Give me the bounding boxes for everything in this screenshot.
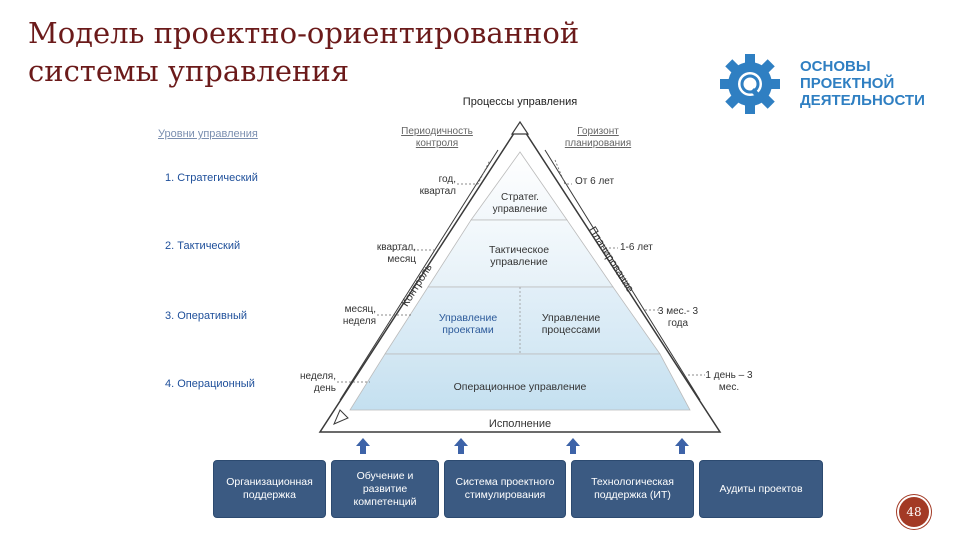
logo-text: ОСНОВЫ ПРОЕКТНОЙ ДЕЯТЕЛЬНОСТИ	[800, 58, 925, 109]
up-arrow-icon	[356, 438, 370, 454]
planning-connectors	[554, 159, 705, 376]
control-period-operative: месяц, неделя	[342, 304, 376, 327]
pyramid-strategic-label: Стратег. управление	[492, 192, 548, 215]
planning-side-line	[544, 149, 701, 401]
support-box-training: Обучение и развитие компетенций	[331, 460, 439, 518]
pyramid-processes-label: Управление процессами	[541, 312, 601, 336]
level-operative: 3. Оперативный	[165, 310, 248, 322]
support-box-incentives: Система проектного стимулирования	[444, 460, 566, 518]
control-connectors	[337, 159, 491, 383]
planning-horizon-strategic: От 6 лет	[575, 176, 615, 187]
control-header: Периодичность контроля	[401, 126, 473, 149]
gear-magnifier-icon	[720, 54, 780, 114]
planning-horizon-tactical: 1-6 лет	[620, 242, 653, 253]
planning-horizon-operative: 3 мес.- 3 года	[657, 306, 699, 329]
execution-label: Исполнение	[488, 418, 552, 430]
control-period-tactical: квартал, месяц	[376, 242, 416, 265]
pyramid-projects-label: Управление проектами	[438, 312, 498, 336]
planning-horizon-operational: 1 день – 3 мес.	[705, 370, 753, 393]
level-strategic: 1. Стратегический	[165, 172, 258, 184]
up-arrow-icon	[566, 438, 580, 454]
up-arrow-icon	[454, 438, 468, 454]
band-operative	[384, 286, 661, 355]
logo: ОСНОВЫ ПРОЕКТНОЙ ДЕЯТЕЛЬНОСТИ	[716, 52, 946, 116]
slide-title: Модель проектно-ориентированной системы …	[28, 16, 580, 88]
control-arrowhead	[510, 120, 530, 135]
control-period-strategic: год, квартал	[419, 174, 456, 197]
level-operational: 4. Операционный	[165, 378, 255, 390]
up-arrow-icon	[675, 438, 689, 454]
support-box-organizational: Организационная поддержка	[213, 460, 326, 518]
support-box-it: Технологическая поддержка (ИТ)	[571, 460, 694, 518]
diagram-title: Процессы управления	[462, 96, 578, 108]
pyramid-tactical-label: Тактическое управление	[488, 244, 550, 268]
support-arrows	[356, 438, 689, 454]
levels-header: Уровни управления	[158, 128, 258, 140]
pyramid-outer-frame	[318, 122, 722, 433]
planning-header: Горизонт планирования	[564, 126, 632, 149]
pyramid-operational-label: Операционное управление	[453, 381, 587, 393]
page-number-badge: 48	[899, 497, 929, 527]
execution-arrowhead	[333, 409, 349, 425]
support-box-audits: Аудиты проектов	[699, 460, 823, 518]
control-side-line	[339, 149, 499, 401]
level-tactical: 2. Тактический	[165, 240, 241, 252]
control-period-operational: неделя, день	[300, 371, 336, 394]
band-operational	[349, 353, 691, 411]
